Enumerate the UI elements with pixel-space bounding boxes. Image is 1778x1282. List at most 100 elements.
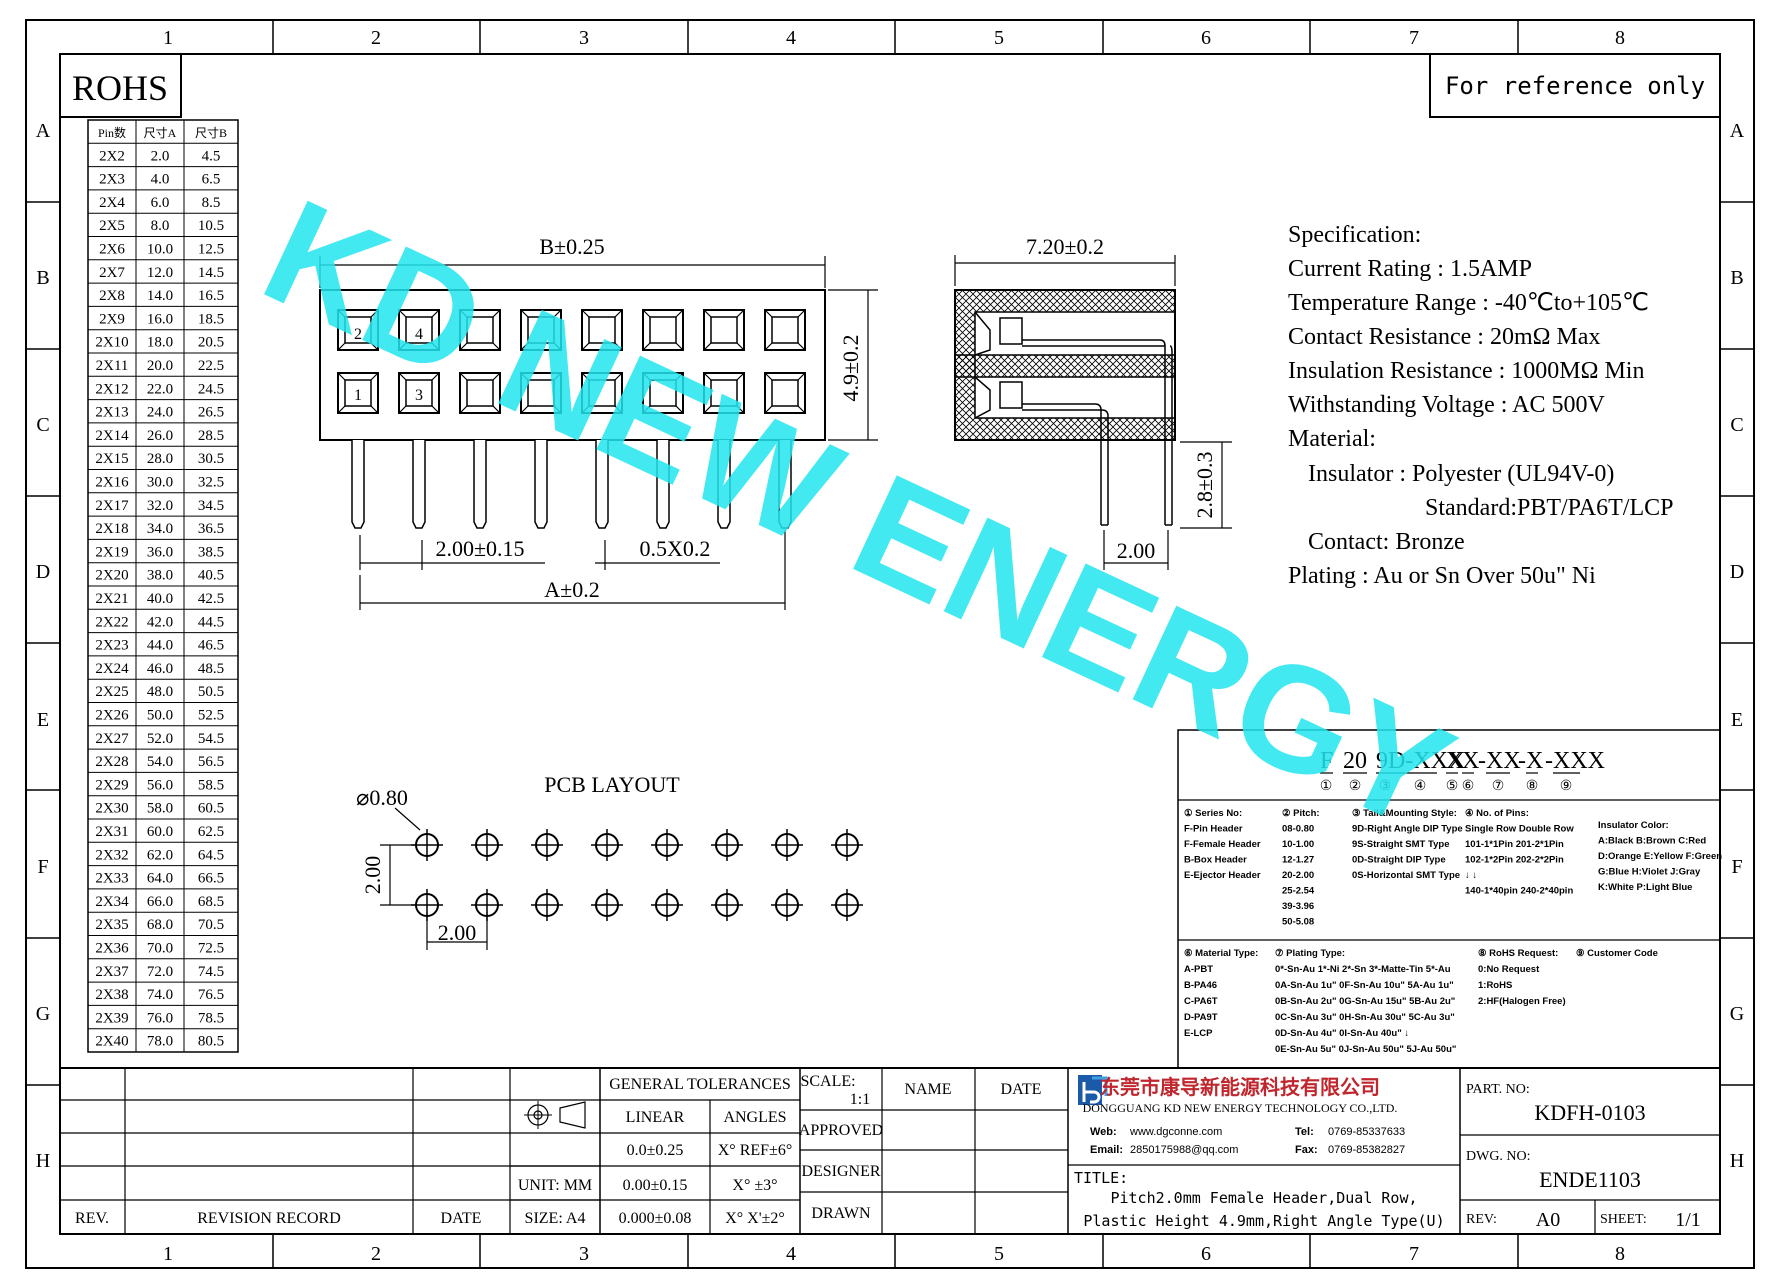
code-legend-line: ⑧ RoHS Request:	[1478, 948, 1558, 959]
general-tolerances-label: GENERAL TOLERANCES	[609, 1076, 790, 1093]
pin-table-cell: 2X18	[95, 521, 128, 537]
pin-table-cell: 72.0	[147, 964, 173, 980]
contact-cavity-inner	[649, 316, 677, 344]
pin-table-cell: 2X16	[95, 475, 129, 491]
code-legend-line: 101-1*1Pin 201-2*1Pin	[1465, 839, 1564, 850]
contact-cavity-inner	[344, 379, 372, 407]
contact-cavity	[581, 309, 623, 351]
spec-current-rating: Current Rating : 1.5AMP	[1288, 256, 1532, 282]
pin-table-cell: 58.0	[147, 801, 173, 817]
marker-4: ④	[1414, 777, 1427, 793]
code-seg-material: X	[1462, 748, 1479, 774]
sheet-label: SHEET:	[1600, 1212, 1647, 1227]
spec-title: Specification:	[1288, 222, 1421, 248]
code-legend-line: 25-2.54	[1282, 886, 1315, 897]
fax-value: 0769-85382827	[1328, 1144, 1405, 1156]
code-legend-line: 2:HF(Halogen Free)	[1478, 996, 1566, 1007]
spec-standard: Standard:PBT/PA6T/LCP	[1425, 495, 1673, 521]
part-no-value: KDFH-0103	[1534, 1100, 1645, 1125]
company-name-en: DONGGUANG KD NEW ENERGY TECHNOLOGY CO.,L…	[1083, 1101, 1398, 1115]
pin-table-cell: 52.0	[147, 731, 173, 747]
web-label: Web:	[1090, 1126, 1117, 1138]
part-code-block: F 20 9D-XXX X X -XX -X -XXX ① ② ③ ④ ⑤ ⑥ …	[1177, 729, 1722, 1069]
angle-tolerance-3: X° X'±2°	[725, 1210, 785, 1227]
pin-table-cell: 60.0	[147, 824, 173, 840]
contact-cavity-inner	[344, 316, 372, 344]
pin-table-cell: 48.5	[198, 661, 224, 677]
code-legend-line: B-Box Header	[1184, 855, 1247, 866]
code-seg-color: X	[1446, 748, 1463, 774]
pin-table-cell: 32.0	[147, 498, 173, 514]
code-legend-line: C-PA6T	[1184, 996, 1218, 1007]
title-line-2: Plastic Height 4.9mm,Right Angle Type(U)	[1083, 1212, 1444, 1230]
pin-table-cell: 2X29	[95, 777, 128, 793]
revision-date-label: DATE	[441, 1210, 482, 1227]
contact-cavity-inner	[588, 316, 616, 344]
rev-value: A0	[1536, 1209, 1560, 1231]
contact-cavity-inner	[466, 316, 494, 344]
rohs-label: ROHS	[72, 68, 168, 108]
pin-tail	[351, 440, 365, 529]
pin-tail	[778, 440, 792, 529]
code-legend-line: 0D-Straight DIP Type	[1352, 855, 1446, 866]
contact-cavity	[398, 372, 440, 414]
pin-table-cell: 74.0	[147, 987, 173, 1003]
pin-table-header: 尺寸B	[195, 126, 227, 140]
pin-table-header: 尺寸A	[144, 126, 177, 140]
pin-table-cell: 2X9	[99, 311, 125, 327]
contact-cavity-inner	[649, 379, 677, 407]
dim-row-spacing: 2.00	[360, 856, 385, 895]
pin-table-cell: 12.0	[147, 265, 173, 281]
code-legend-line: 1:RoHS	[1478, 980, 1512, 991]
dwg-no-label: DWG. NO:	[1466, 1149, 1531, 1164]
contact-cavity-inner	[527, 316, 555, 344]
pin-table-cell: 4.0	[151, 172, 170, 188]
drawn-label: DRAWN	[811, 1205, 871, 1222]
code-legend-line: ② Pitch:	[1282, 808, 1320, 819]
col-label-7: 7	[1409, 27, 1419, 49]
contact-cavity-inner	[405, 316, 433, 344]
pin-table-cell: 62.0	[147, 847, 173, 863]
pin-table-cell: 34.5	[198, 498, 224, 514]
col-label-5: 5	[994, 27, 1004, 49]
pin-table-cell: 2X39	[95, 1010, 128, 1026]
code-legend-line: D-PA9T	[1184, 1012, 1218, 1023]
pin-table-cell: 18.0	[147, 335, 173, 351]
spec-contact: Contact: Bronze	[1308, 529, 1465, 555]
marker-6: ⑥	[1462, 777, 1475, 793]
col-label-6: 6	[1201, 27, 1211, 49]
pin-table-cell: 6.0	[151, 195, 170, 211]
code-legend-line: Single Row Double Row	[1465, 824, 1574, 835]
approved-label: APPROVED	[799, 1122, 883, 1139]
spec-insulator: Insulator : Polyester (UL94V-0)	[1308, 461, 1614, 487]
row-label-f-right: F	[1731, 856, 1742, 878]
pin-table-cell: 38.5	[198, 544, 224, 560]
contact-cavity-inner	[405, 379, 433, 407]
marker-2: ②	[1349, 777, 1362, 793]
pin-table-cell: 14.5	[198, 265, 224, 281]
reference-label: For reference only	[1445, 72, 1705, 100]
tolerance-1: 0.0±0.25	[627, 1142, 684, 1159]
scale-value: 1:1	[850, 1091, 870, 1108]
contact-cavity	[520, 372, 562, 414]
row-label-e-right: E	[1731, 709, 1743, 731]
col-label-4b: 4	[786, 1243, 796, 1265]
code-legend-line: B-PA46	[1184, 980, 1217, 991]
code-legend-line: E-LCP	[1184, 1028, 1213, 1039]
pin-table-cell: 50.0	[147, 708, 173, 724]
pin-tail	[656, 440, 670, 529]
contact-cavities	[337, 309, 806, 414]
pin-table-cell: 64.5	[198, 847, 224, 863]
code-legend-line: 0S-Horizontal SMT Type	[1352, 870, 1460, 881]
row-label-b-right: B	[1730, 267, 1743, 289]
designer-label: DESIGNER	[801, 1163, 880, 1180]
contact-cavity	[398, 309, 440, 351]
contact-cavity	[642, 309, 684, 351]
code-legend-line: 20-2.00	[1282, 870, 1314, 881]
pin-table-header: Pin数	[98, 125, 126, 140]
dim-tail-length: 2.8±0.3	[1192, 451, 1217, 518]
col-label-6b: 6	[1201, 1243, 1211, 1265]
contact-cavity	[642, 372, 684, 414]
pin-table-cell: 8.0	[151, 218, 170, 234]
